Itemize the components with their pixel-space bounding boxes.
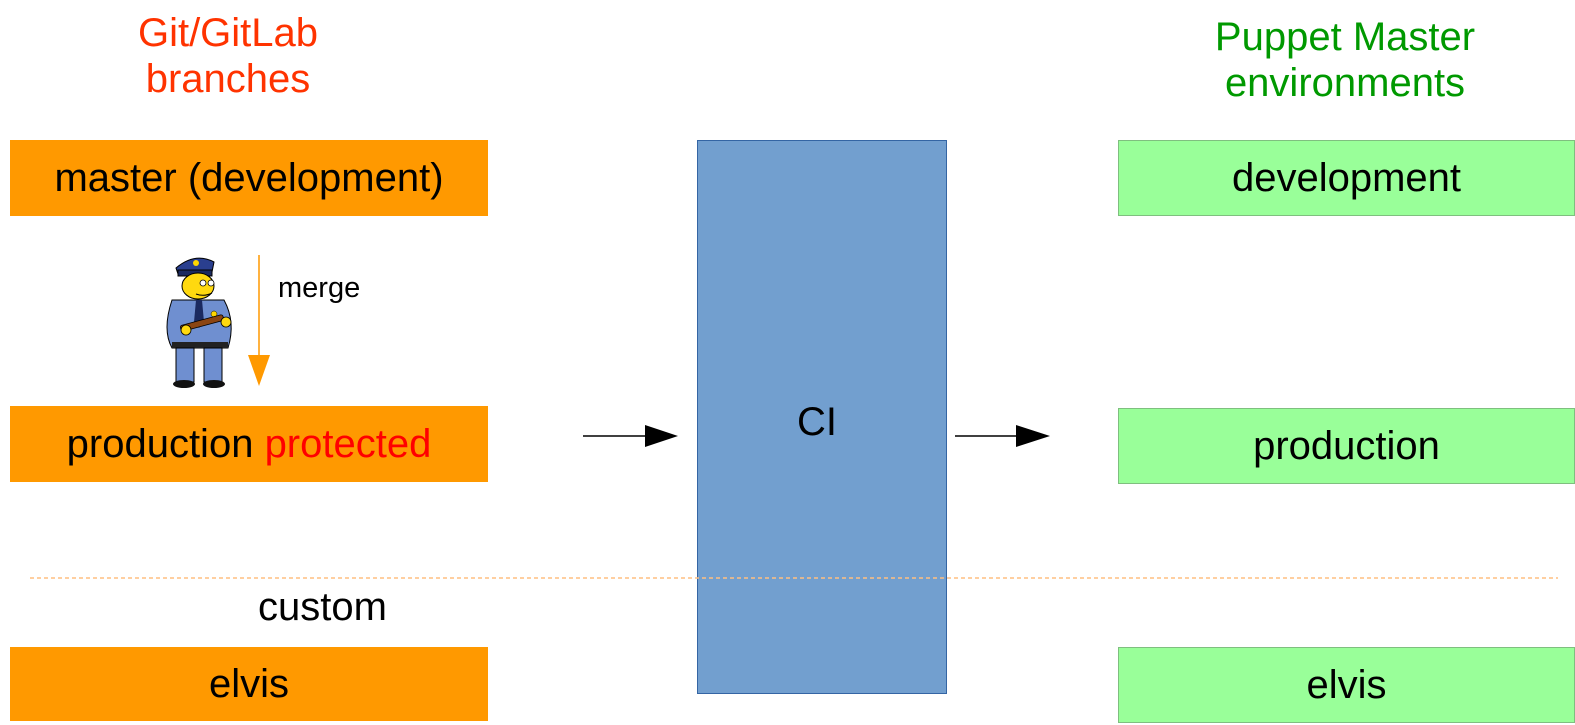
env-elvis-label: elvis xyxy=(1306,662,1387,707)
branch-elvis-label: elvis xyxy=(208,661,290,706)
env-development: development xyxy=(1118,140,1575,216)
protected-label: protected xyxy=(264,421,432,466)
branch-elvis: elvis xyxy=(10,647,488,721)
branch-production: production protected xyxy=(10,406,488,482)
merge-label: merge xyxy=(278,272,361,304)
env-development-label: development xyxy=(1231,155,1462,200)
police-officer-icon xyxy=(166,257,232,388)
ci-box xyxy=(697,140,947,694)
ci-label: CI xyxy=(797,400,837,444)
custom-label: custom xyxy=(258,585,387,629)
merge-arrow xyxy=(248,255,270,386)
env-production-label: production xyxy=(1253,423,1440,468)
env-production: production xyxy=(1118,408,1575,484)
branch-master-label: master (development) xyxy=(54,155,444,200)
env-elvis: elvis xyxy=(1118,647,1575,723)
ci-to-environments-arrow xyxy=(955,425,1050,447)
branches-to-ci-arrow xyxy=(583,425,678,447)
branch-production-label: production xyxy=(66,421,265,466)
environments-heading: Puppet Master environments xyxy=(1214,15,1476,105)
branches-heading: Git/GitLab branches xyxy=(137,11,319,101)
branch-master: master (development) xyxy=(10,140,488,216)
